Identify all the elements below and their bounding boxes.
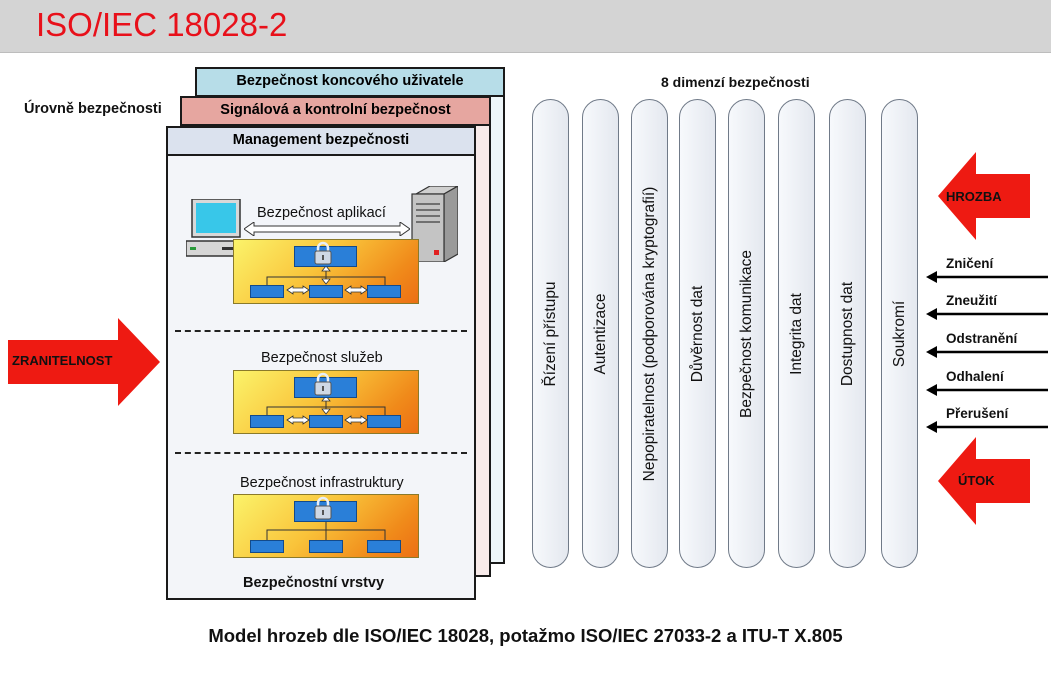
app-node-left [250, 285, 284, 298]
app-node-middle [309, 285, 343, 298]
dimension-pill-privacy: Soukromí [881, 99, 918, 568]
dimension-label: Bezpečnost komunikace [737, 249, 755, 418]
title-bar [0, 0, 1051, 53]
infra-node-right [367, 540, 401, 553]
dimension-pill-availability: Dostupnost dat [829, 99, 866, 568]
attack-label: ÚTOK [958, 473, 995, 488]
services-network-lines [233, 370, 419, 439]
threat-item-label: Zničení [946, 256, 994, 271]
infra-node-left [250, 540, 284, 553]
dimension-label: Řízení přístupu [541, 280, 559, 387]
dimension-label: Autentizace [591, 293, 609, 374]
dimension-label: Dostupnost dat [838, 281, 856, 386]
applications-label: Bezpečnost aplikací [257, 205, 386, 221]
infrastructure-network-lines [233, 494, 419, 563]
threat-item-arrow [926, 270, 1048, 288]
service-node-middle [309, 415, 343, 428]
end-user-header: Bezpečnost koncového uživatele [197, 69, 503, 97]
infra-node-middle [309, 540, 343, 553]
attack-arrow [938, 437, 1030, 530]
levels-label: Úrovně bezpečnosti [24, 101, 162, 117]
lock-icon [313, 372, 333, 401]
layers-footer-label: Bezpečnostní vrstvy [243, 575, 385, 591]
server-icon [410, 184, 461, 267]
lock-icon [313, 496, 333, 525]
dimension-label: Soukromí [890, 300, 908, 367]
dimension-pill-non-repudiation: Nepopiratelnost (podporována kryptografi… [631, 99, 668, 568]
dimensions-title: 8 dimenzí bezpečnosti [661, 74, 810, 90]
vulnerability-label: ZRANITELNOST [12, 353, 113, 368]
dimension-pill-confidentiality: Důvěrnost dat [679, 99, 716, 568]
management-header: Management bezpečnosti [168, 128, 474, 156]
dimension-pill-integrity: Integrita dat [778, 99, 815, 568]
dimension-label: Důvěrnost dat [688, 285, 706, 382]
dimension-pill-communication-security: Bezpečnost komunikace [728, 99, 765, 568]
services-label: Bezpečnost služeb [261, 350, 383, 366]
dimension-label: Nepopiratelnost (podporována kryptografi… [640, 186, 658, 481]
dimension-label: Integrita dat [787, 292, 805, 375]
threat-label: HROZBA [946, 189, 1002, 204]
service-node-right [367, 415, 401, 428]
dimension-pill-access-control: Řízení přístupu [532, 99, 569, 568]
threat-item-label: Zneužití [946, 293, 997, 308]
threat-item-arrow [926, 383, 1048, 401]
slide-title: ISO/IEC 18028-2 [36, 6, 288, 43]
lock-icon [313, 241, 333, 270]
threat-item-arrow [926, 345, 1048, 363]
threat-item-arrow [926, 420, 1048, 438]
divider-2 [175, 452, 467, 454]
figure-caption: Model hrozeb dle ISO/IEC 18028, potažmo … [208, 625, 843, 646]
threat-arrow [938, 152, 1030, 245]
divider-1 [175, 330, 467, 332]
app-node-right [367, 285, 401, 298]
signaling-header: Signálová a kontrolní bezpečnost [182, 98, 489, 126]
threat-item-label: Odhalení [946, 369, 1004, 384]
threat-item-label: Odstranění [946, 331, 1018, 346]
dimension-pill-authentication: Autentizace [582, 99, 619, 568]
infrastructure-label: Bezpečnost infrastruktury [240, 475, 404, 491]
service-node-left [250, 415, 284, 428]
threat-item-label: Přerušení [946, 406, 1009, 421]
vulnerability-arrow [8, 318, 160, 411]
threat-item-arrow [926, 307, 1048, 325]
